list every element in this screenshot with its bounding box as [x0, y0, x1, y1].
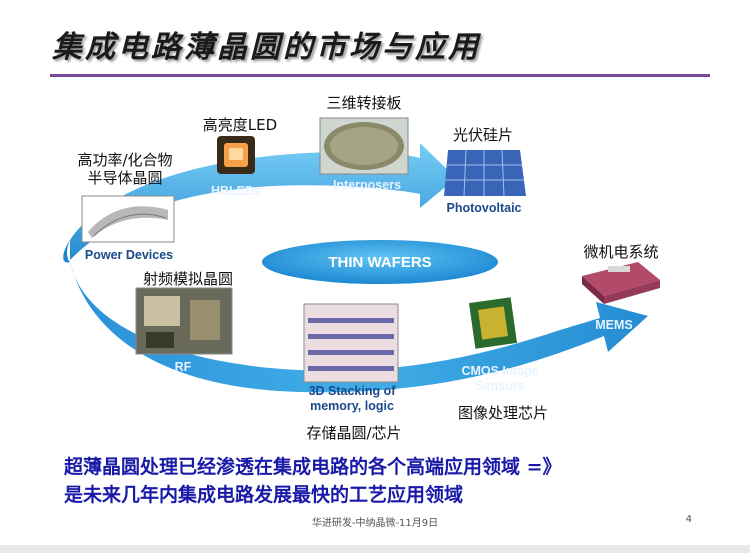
- cmos-sensor-image: [469, 297, 517, 349]
- photovoltaic-panel-image: [444, 149, 526, 197]
- bottom-arrow-band: [70, 262, 648, 393]
- stacking-caption-line1: 3D Stacking of: [308, 384, 396, 398]
- left-band-cap: [63, 240, 70, 263]
- photovoltaic-label: 光伏硅片: [452, 126, 513, 144]
- photovoltaic-caption: Photovoltaic: [446, 201, 522, 215]
- mems-caption: MEMS: [595, 318, 633, 332]
- cmos-caption-line1: CMOS Image: [461, 364, 539, 378]
- power-label-line1: 高功率/化合物: [77, 151, 173, 169]
- rf-label: 射频模拟晶圆: [142, 270, 233, 288]
- cmos-caption-line2: Sensors: [475, 379, 525, 393]
- title-divider: [50, 74, 710, 77]
- stacking-label: 存储晶圆/芯片: [306, 424, 402, 442]
- power-devices-image: [81, 195, 175, 243]
- body-text-line1: 超薄晶圆处理已经渗透在集成电路的各个高端应用领域 =》: [64, 456, 562, 478]
- slide-footer: 华进研发-中纳晶微-11月9日: [311, 518, 439, 529]
- rf-caption: RF: [174, 360, 192, 374]
- cmos-caption: CMOS Image Sensors: [452, 364, 548, 394]
- hbled-image: [217, 136, 255, 174]
- power-label: 高功率/化合物 半导体晶圆: [60, 151, 190, 187]
- center-label: THIN WAFERS: [328, 254, 432, 271]
- mems-label: 微机电系统: [583, 243, 659, 261]
- power-label-line2: 半导体晶圆: [87, 169, 163, 187]
- page-number: 4: [685, 514, 692, 525]
- cmos-label: 图像处理芯片: [457, 404, 548, 422]
- interposer-wafer-image: [319, 117, 409, 175]
- hbled-caption: HBLEDs: [210, 184, 261, 198]
- slide-title: 集成电路薄晶圆的市场与应用: [52, 30, 481, 65]
- hbled-label: 高亮度LED: [202, 116, 278, 134]
- rf-image: [135, 287, 233, 355]
- stacking-image: [303, 303, 399, 383]
- stacking-caption: 3D Stacking of memory, logic: [292, 384, 412, 414]
- body-text-line2: 是未来几年内集成电路发展最快的工艺应用领域: [64, 484, 464, 506]
- stacking-caption-line2: memory, logic: [310, 399, 394, 413]
- thin-wafers-ellipse: [262, 240, 498, 284]
- interposer-caption: Interposers: [332, 178, 402, 192]
- interposer-label: 三维转接板: [326, 94, 402, 112]
- mems-image: [582, 262, 660, 304]
- power-caption: Power Devices: [84, 248, 174, 262]
